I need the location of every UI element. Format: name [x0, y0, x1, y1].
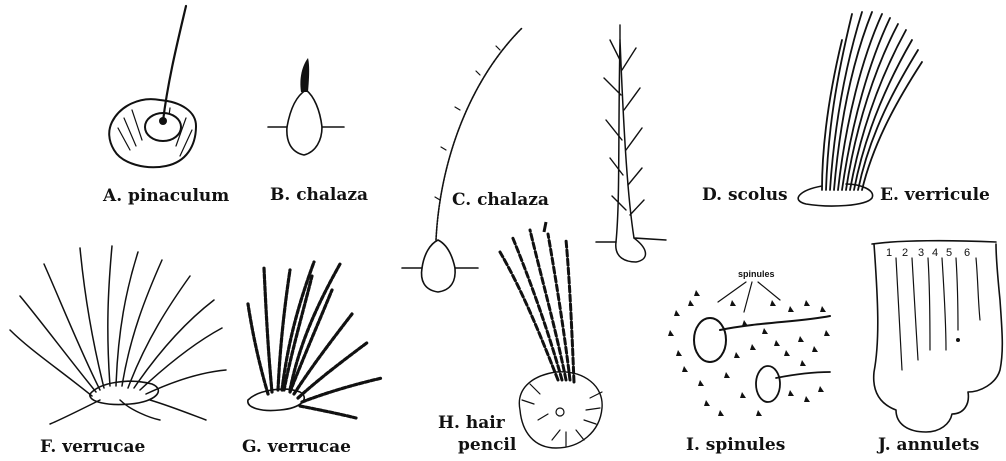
panel-h-label-line2: pencil — [458, 435, 517, 455]
panel-b-label: B. chalaza — [270, 185, 368, 205]
panel-j-annulets-drawing: 1 2 3 4 5 6 J. annulets — [872, 241, 1002, 455]
panel-c-label: C. chalaza — [452, 190, 549, 210]
annulet-number-3: 3 — [918, 247, 924, 259]
panel-a-label: A. pinaculum — [102, 186, 229, 206]
panel-e-verricule-drawing: E. verricule — [798, 12, 990, 206]
panel-f-verrucae-drawing: F. verrucae — [10, 246, 226, 457]
panel-b-chalaza-drawing: B. chalaza — [268, 58, 368, 205]
panel-i-spinules-annotation: spinules — [738, 269, 775, 279]
annulet-number-1: 1 — [886, 247, 892, 259]
panel-j-label: J. annulets — [876, 435, 979, 455]
panel-a-pinaculum-drawing: A. pinaculum — [102, 6, 229, 206]
panel-h-hair-pencil-drawing: H. hair pencil — [438, 222, 602, 455]
panel-e-label: E. verricule — [880, 185, 990, 205]
panel-g-label: G. verrucae — [242, 437, 351, 457]
panel-g-verrucae-drawing: G. verrucae — [242, 262, 382, 457]
panel-i-label: I. spinules — [686, 435, 785, 455]
panel-f-label: F. verrucae — [40, 437, 146, 457]
annulet-number-4: 4 — [932, 247, 938, 259]
annulet-number-6: 6 — [964, 247, 970, 259]
annulet-number-2: 2 — [902, 247, 908, 259]
panel-i-spinules-drawing: spinules I. spinules — [668, 269, 830, 455]
panel-c-chalaza-drawing: C. chalaza — [402, 28, 549, 292]
panel-d-label: D. scolus — [702, 185, 788, 205]
annulet-number-5: 5 — [946, 247, 952, 259]
panel-d-scolus-drawing: D. scolus — [596, 25, 788, 262]
panel-h-label-line1: H. hair — [438, 413, 506, 433]
